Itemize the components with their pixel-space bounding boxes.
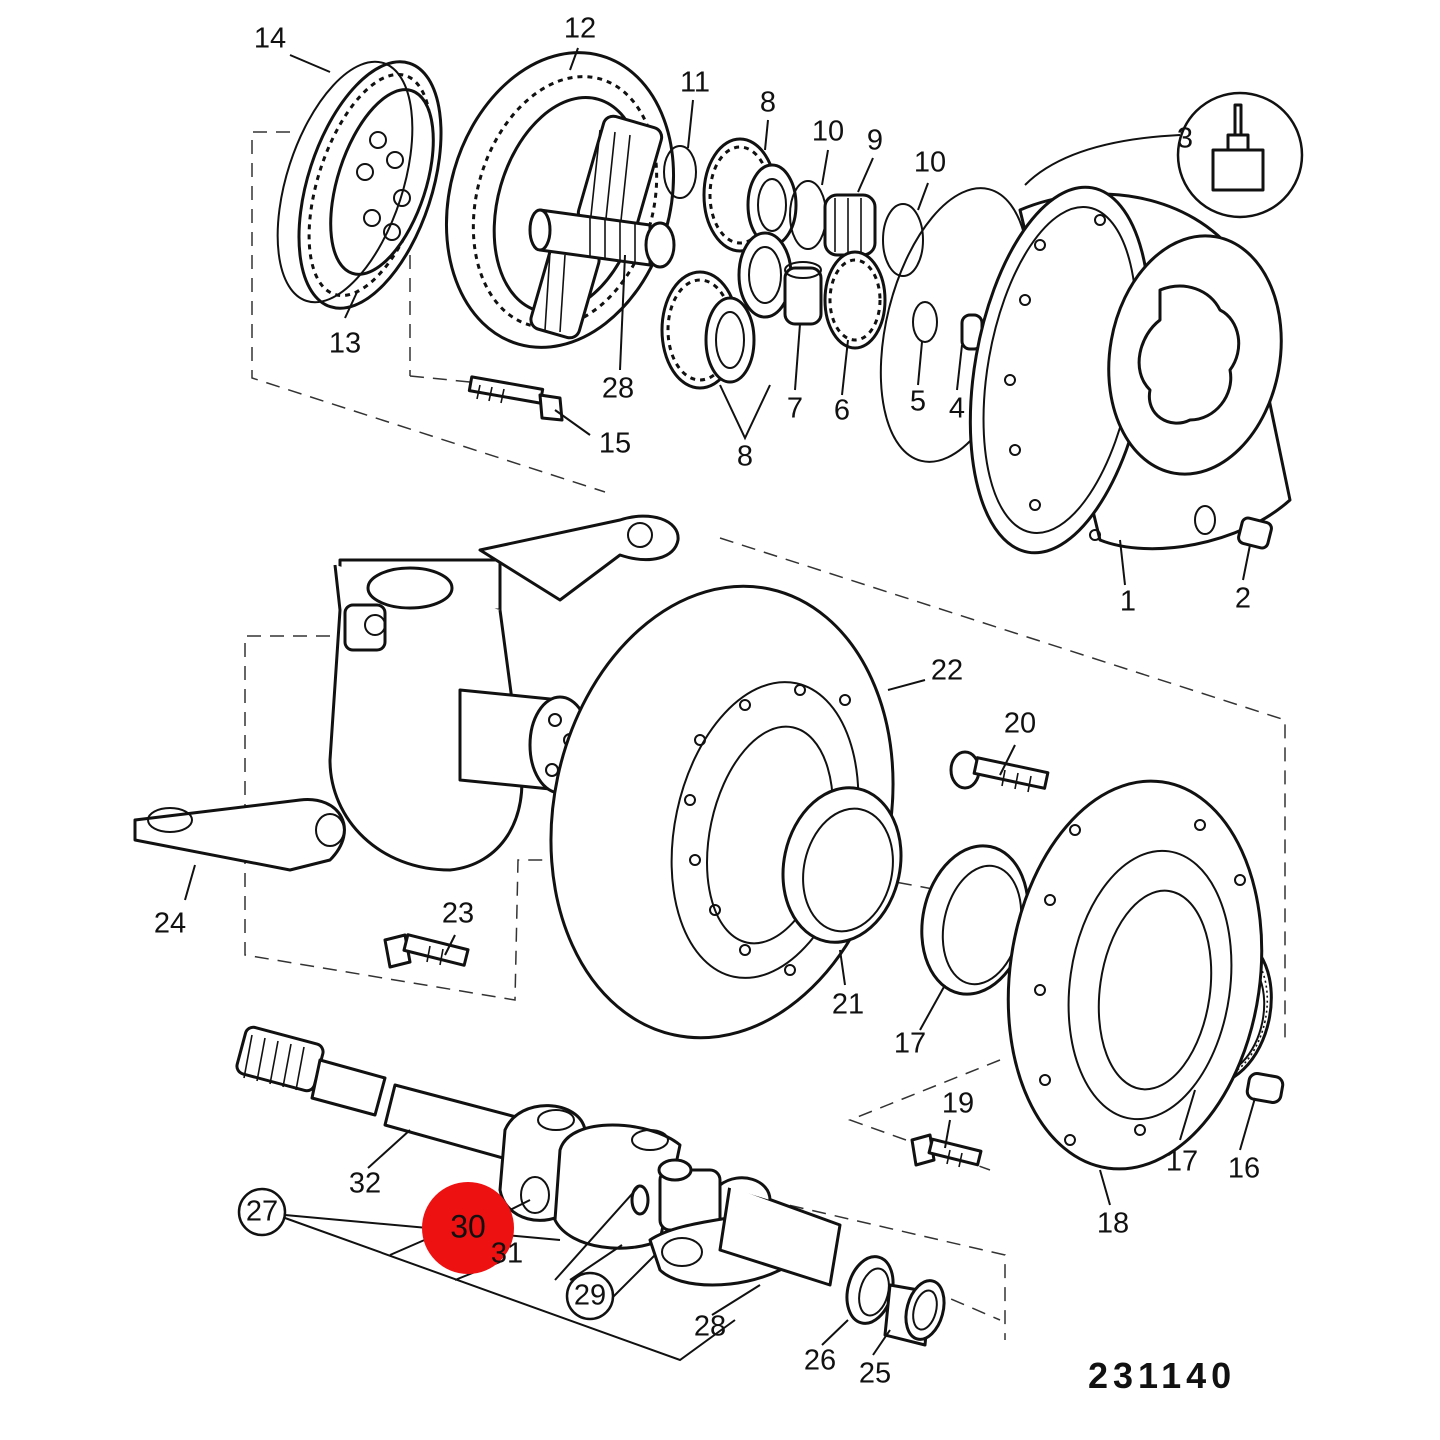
part-8-planet-gear-lower	[660, 270, 756, 390]
part-3-sealant-callout	[1024, 91, 1304, 219]
part-17-bearing-inner	[920, 844, 1030, 996]
part-16-wheel-stud	[1245, 1072, 1285, 1104]
callout-11: 11	[680, 67, 710, 99]
callout-17-outer: 17	[1166, 1146, 1198, 1178]
part-19-bolt	[910, 1133, 983, 1168]
highlight-marker-30[interactable]	[422, 1182, 514, 1274]
callout-labels: 14 12 11 8 10 9 10 3 13 28 15 8 7 6 5 4 …	[154, 13, 1260, 1390]
part-28-outer-shaft	[648, 1176, 842, 1287]
callout-14: 14	[254, 23, 286, 55]
callout-22: 22	[931, 655, 963, 687]
callout-24: 24	[154, 908, 186, 940]
part-8-planet-gear-rear	[737, 231, 793, 319]
callout-17-inner: 17	[894, 1028, 926, 1060]
part-8-planet-gear-upper	[702, 137, 798, 253]
callout-6: 6	[834, 395, 850, 427]
part-9-needle-bearing	[823, 193, 877, 257]
part-7-spacer	[783, 261, 823, 326]
callout-30: 30	[450, 1208, 486, 1244]
callout-10-left: 10	[812, 116, 844, 148]
callout-18: 18	[1097, 1208, 1129, 1240]
callout-7: 7	[787, 393, 803, 425]
part-14-snap-ring	[276, 60, 414, 304]
part-5-circlip	[912, 301, 938, 343]
callout-10-right: 10	[914, 147, 946, 179]
callout-4: 4	[949, 393, 965, 425]
part-11-circlip	[663, 145, 697, 199]
part-1-hub-housing	[968, 185, 1292, 555]
callout-8-upper: 8	[760, 87, 776, 119]
callout-25: 25	[859, 1358, 891, 1390]
callout-16: 16	[1228, 1153, 1260, 1185]
part-15-bolt	[467, 375, 564, 422]
part-10-thrust-washer-right	[882, 203, 924, 277]
callout-19: 19	[942, 1088, 974, 1120]
callout-8-lower: 8	[737, 441, 753, 473]
part-24-steering-knuckle	[133, 514, 680, 872]
diagram-reference-number: 231140	[1088, 1355, 1236, 1396]
callout-28-upper: 28	[602, 373, 634, 405]
callout-23: 23	[442, 898, 474, 930]
part-23-bolt	[383, 933, 470, 969]
callout-3: 3	[1177, 123, 1193, 155]
callout-1: 1	[1120, 586, 1136, 618]
callout-21: 21	[832, 989, 864, 1021]
part-20-bolt	[949, 750, 1050, 793]
callout-28-lower: 28	[694, 1311, 726, 1343]
part-32-inner-shaft	[235, 1025, 522, 1162]
callout-12: 12	[564, 13, 596, 45]
part-6-planet-gear-rear-right	[823, 250, 887, 350]
callout-27-circle	[237, 1187, 287, 1237]
part-2-drain-plug	[1194, 505, 1273, 550]
callout-15: 15	[599, 428, 631, 460]
callout-32: 32	[349, 1168, 381, 1200]
callout-26: 26	[804, 1345, 836, 1377]
part-28-sun-gear-shaft	[528, 208, 676, 269]
part-18-wheel-hub	[1006, 779, 1264, 1171]
callout-31: 31	[491, 1238, 523, 1270]
callout-5: 5	[910, 386, 926, 418]
callout-29-circle	[565, 1271, 615, 1321]
callout-2: 2	[1235, 583, 1251, 615]
callout-29: 29	[574, 1280, 606, 1312]
callout-27: 27	[246, 1196, 278, 1228]
callout-20: 20	[1004, 708, 1036, 740]
part-13-planet-carrier	[297, 60, 443, 310]
part-21-seal	[781, 786, 903, 944]
callout-9: 9	[867, 125, 883, 157]
leader-lines	[184, 47, 1256, 1362]
callout-13: 13	[329, 328, 361, 360]
part-25-bush	[883, 1279, 946, 1347]
